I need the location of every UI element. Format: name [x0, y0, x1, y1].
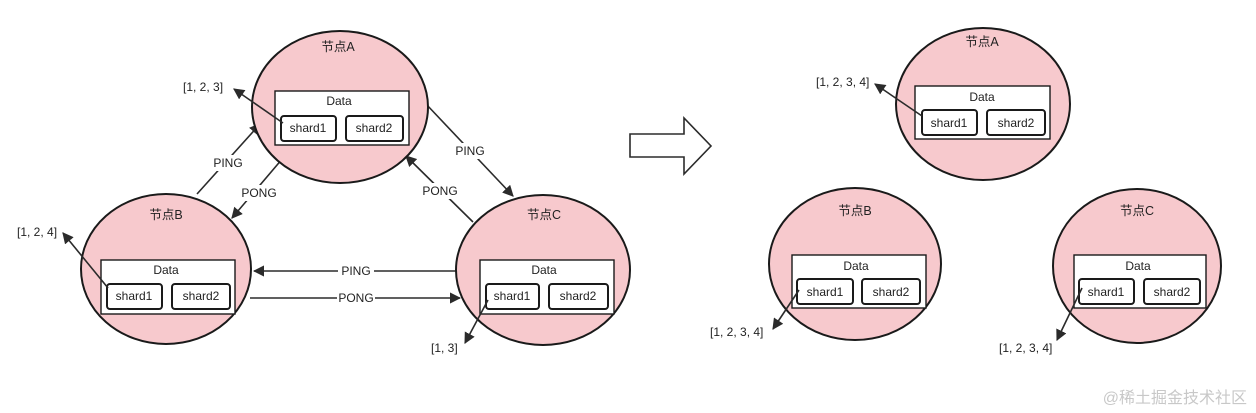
node-c-right: 节点C Data shard1 shard2 [1, 2, 3, 4] [999, 188, 1222, 355]
edge-label-pong-c-to-a: PONG [422, 184, 457, 198]
shard1-label: shard1 [116, 289, 153, 303]
shard1-box [921, 109, 978, 136]
shard1-box [796, 278, 854, 305]
edge-label-pong-b-to-c: PONG [338, 291, 373, 305]
data-label: Data [153, 263, 179, 277]
shard2-label: shard2 [183, 289, 220, 303]
data-label: Data [843, 259, 869, 273]
list-value: [1, 2, 3, 4] [816, 75, 869, 89]
list-value: [1, 2, 3] [183, 80, 223, 94]
list-pointer [874, 83, 923, 117]
node-title: 节点B [149, 208, 182, 222]
shard1-label: shard1 [1088, 285, 1125, 299]
shard1-box [1078, 278, 1135, 305]
data-label: Data [969, 90, 995, 104]
shard1-label: shard1 [807, 285, 844, 299]
list-value: [1, 2, 3, 4] [710, 325, 763, 339]
node-a-right: 节点A Data shard1 shard2 [1, 2, 3, 4] [816, 27, 1071, 181]
node-a-left: 节点A Data shard1 shard2 [1, 2, 3] [183, 30, 429, 184]
node-title: 节点C [527, 208, 561, 222]
shard2-label: shard2 [560, 289, 597, 303]
node-b-left: 节点B Data shard1 shard2 [1, 2, 4] [17, 193, 252, 345]
list-value: [1, 2, 3, 4] [999, 341, 1052, 355]
edge-label-ping-a-to-c: PING [455, 144, 484, 158]
list-pointer [772, 289, 800, 330]
node-title: 节点A [321, 40, 355, 54]
shard2-box [1143, 278, 1201, 305]
list-pointer [233, 88, 284, 124]
shard1-label: shard1 [494, 289, 531, 303]
list-value: [1, 3] [431, 341, 458, 355]
shard1-box [280, 115, 337, 142]
shard2-box [986, 109, 1046, 136]
list-pointer [62, 232, 109, 289]
node-title: 节点C [1120, 204, 1154, 218]
node-c-left: 节点C Data shard1 shard2 [1, 3] [431, 194, 631, 355]
shard1-box [485, 283, 540, 310]
shard2-label: shard2 [1154, 285, 1191, 299]
shard1-box [106, 283, 163, 310]
list-pointer [464, 299, 489, 344]
list-pointer [1056, 287, 1083, 342]
shard2-box [345, 115, 404, 142]
data-label: Data [326, 94, 352, 108]
edges-left: PING PONG PING PONG PING PONG [196, 103, 514, 306]
list-value: [1, 2, 4] [17, 225, 57, 239]
node-title: 节点A [965, 35, 999, 49]
transition-arrow-icon [629, 116, 713, 176]
edge-label-ping-c-to-b: PING [341, 264, 370, 278]
node-b-right: 节点B Data shard1 shard2 [1, 2, 3, 4] [710, 187, 942, 341]
shard1-label: shard1 [290, 121, 327, 135]
node-title: 节点B [838, 204, 871, 218]
watermark-text: @稀土掘金技术社区 [1103, 389, 1247, 407]
shard2-box [861, 278, 921, 305]
shard2-label: shard2 [873, 285, 910, 299]
shard2-box [171, 283, 231, 310]
edge-label-ping-b-to-a: PING [213, 156, 242, 170]
shard2-label: shard2 [998, 116, 1035, 130]
data-label: Data [1125, 259, 1151, 273]
shard2-box [548, 283, 609, 310]
shard2-label: shard2 [356, 121, 393, 135]
edge-label-pong-a-to-b: PONG [241, 186, 276, 200]
shard1-label: shard1 [931, 116, 968, 130]
data-label: Data [531, 263, 557, 277]
